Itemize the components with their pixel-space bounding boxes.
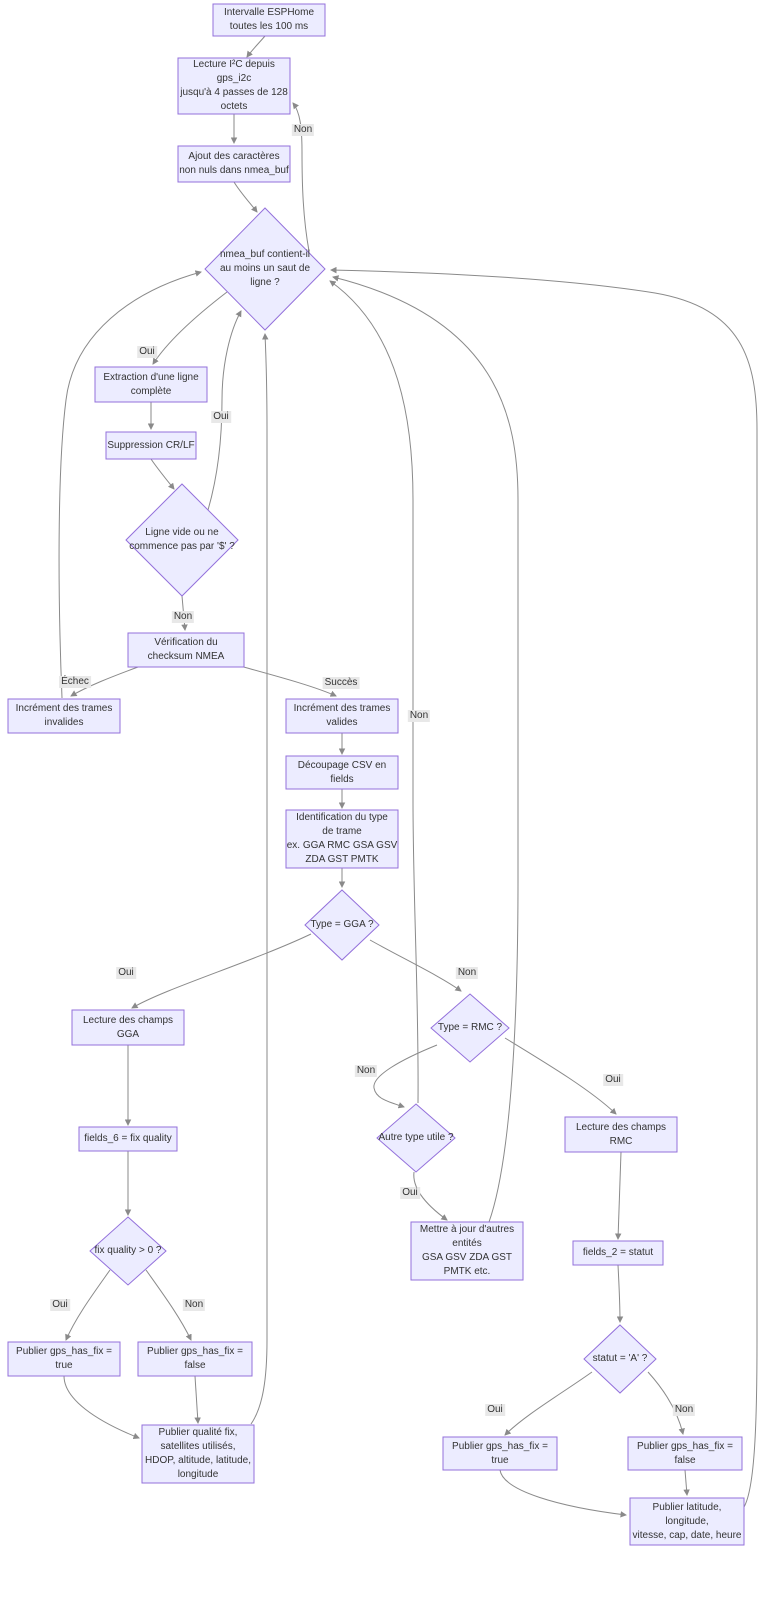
edge-label-non-gga: Non bbox=[455, 967, 479, 979]
edge-rmc-lecturermc-oui bbox=[504, 1037, 617, 1115]
edge-label-oui-statut: Oui bbox=[485, 1404, 505, 1416]
edge-label-non-statut: Non bbox=[672, 1404, 696, 1416]
node-identification-shape bbox=[285, 809, 399, 869]
edge-label-oui-gga: Oui bbox=[116, 967, 136, 979]
edge-gga-rmc-non bbox=[369, 939, 462, 992]
edge-pubfalsermc-publatitude bbox=[683, 1469, 690, 1496]
node-interval-shape bbox=[212, 3, 326, 37]
node-decoupage-shape bbox=[285, 755, 399, 790]
edge-pubtruermc-publatitude bbox=[499, 1469, 627, 1518]
edge-fixq-pubtrue-oui bbox=[65, 1269, 111, 1341]
edge-label-non-rmc: Non bbox=[354, 1065, 378, 1077]
node-lecture-i2c-shape bbox=[177, 57, 291, 115]
flowchart-shapes bbox=[7, 3, 745, 1546]
edge-label-oui-back: Oui bbox=[211, 411, 231, 423]
node-lecture-rmc-shape bbox=[564, 1116, 678, 1153]
edge-suppression-lignevide bbox=[150, 458, 175, 490]
node-incr-invalides-shape bbox=[7, 698, 121, 734]
edge-statut-pubfalsermc-non bbox=[647, 1371, 685, 1435]
node-pub-latitude-shape bbox=[629, 1497, 745, 1546]
node-pub-false-gga-shape bbox=[137, 1341, 253, 1377]
decision-type-gga-shape bbox=[304, 889, 380, 961]
edge-lignevide-nmea-oui bbox=[207, 310, 242, 511]
edge-publatitude-nmea-loop bbox=[330, 266, 758, 1508]
edge-label-non-fix: Non bbox=[182, 1299, 206, 1311]
edge-label-succes: Succès bbox=[322, 677, 360, 689]
edge-label-oui-rmc: Oui bbox=[603, 1074, 623, 1086]
edge-label-non-read-loop: Non bbox=[291, 124, 315, 136]
edge-autre-maj-oui bbox=[413, 1171, 448, 1221]
node-maj-autres-shape bbox=[410, 1221, 524, 1281]
decision-ligne-vide-shape bbox=[125, 483, 239, 597]
edge-autre-nmea-non-loop bbox=[329, 280, 419, 1104]
edge-fixq-pubfalse-non bbox=[145, 1269, 192, 1341]
edge-ajout-nmea bbox=[233, 181, 258, 213]
edge-lecturermc-fields2 bbox=[614, 1151, 622, 1240]
node-fields2-shape bbox=[572, 1240, 664, 1266]
node-extraction-shape bbox=[94, 366, 208, 403]
node-suppression-shape bbox=[105, 431, 197, 460]
edge-rmc-autre-non bbox=[373, 1044, 438, 1109]
node-incr-valides-shape bbox=[285, 698, 399, 734]
decision-autre-type-shape bbox=[376, 1103, 456, 1173]
edge-label-oui-fix: Oui bbox=[50, 1299, 70, 1311]
edge-label-non-autre-loop: Non bbox=[407, 710, 431, 722]
edge-interval-lecture bbox=[246, 35, 266, 58]
decision-nmea-buf-shape bbox=[204, 207, 326, 331]
node-ajout-shape bbox=[177, 145, 291, 183]
edge-pubtruegga-pubqualite bbox=[63, 1375, 140, 1439]
node-pub-false-rmc-shape bbox=[627, 1436, 743, 1471]
edge-label-oui-autre: Oui bbox=[400, 1187, 420, 1199]
node-pub-true-rmc-shape bbox=[442, 1436, 558, 1471]
edge-pubqualite-nmea-loop bbox=[250, 333, 269, 1425]
decision-fix-quality-shape bbox=[89, 1216, 167, 1286]
node-fields6-shape bbox=[78, 1126, 178, 1152]
flowchart-edges bbox=[58, 35, 758, 1518]
edge-fields2-statut bbox=[616, 1264, 624, 1323]
node-lecture-gga-shape bbox=[71, 1009, 185, 1046]
node-pub-true-gga-shape bbox=[7, 1341, 121, 1377]
node-pub-qualite-shape bbox=[141, 1424, 255, 1484]
edge-nmea-extraction-oui bbox=[152, 291, 228, 365]
edge-statut-pubtruermc-oui bbox=[504, 1371, 593, 1436]
decision-type-rmc-shape bbox=[430, 993, 510, 1063]
edge-label-oui-extract: Oui bbox=[137, 346, 157, 358]
edge-verification-invalides-echec bbox=[70, 666, 139, 697]
edge-nmea-lecture-non bbox=[292, 102, 310, 252]
decision-statut-shape bbox=[583, 1324, 657, 1394]
edge-label-echec: Échec bbox=[59, 676, 91, 688]
node-verification-shape bbox=[127, 632, 245, 668]
edge-label-non-check: Non bbox=[171, 611, 195, 623]
edge-gga-lecturegga-oui bbox=[131, 933, 312, 1009]
edge-pubfalsegga-pubqualite bbox=[194, 1375, 201, 1424]
edge-verification-valides-succes bbox=[239, 665, 337, 697]
edge-invalides-nmea-loop bbox=[58, 270, 202, 699]
edge-maj-nmea-loop bbox=[332, 275, 519, 1223]
